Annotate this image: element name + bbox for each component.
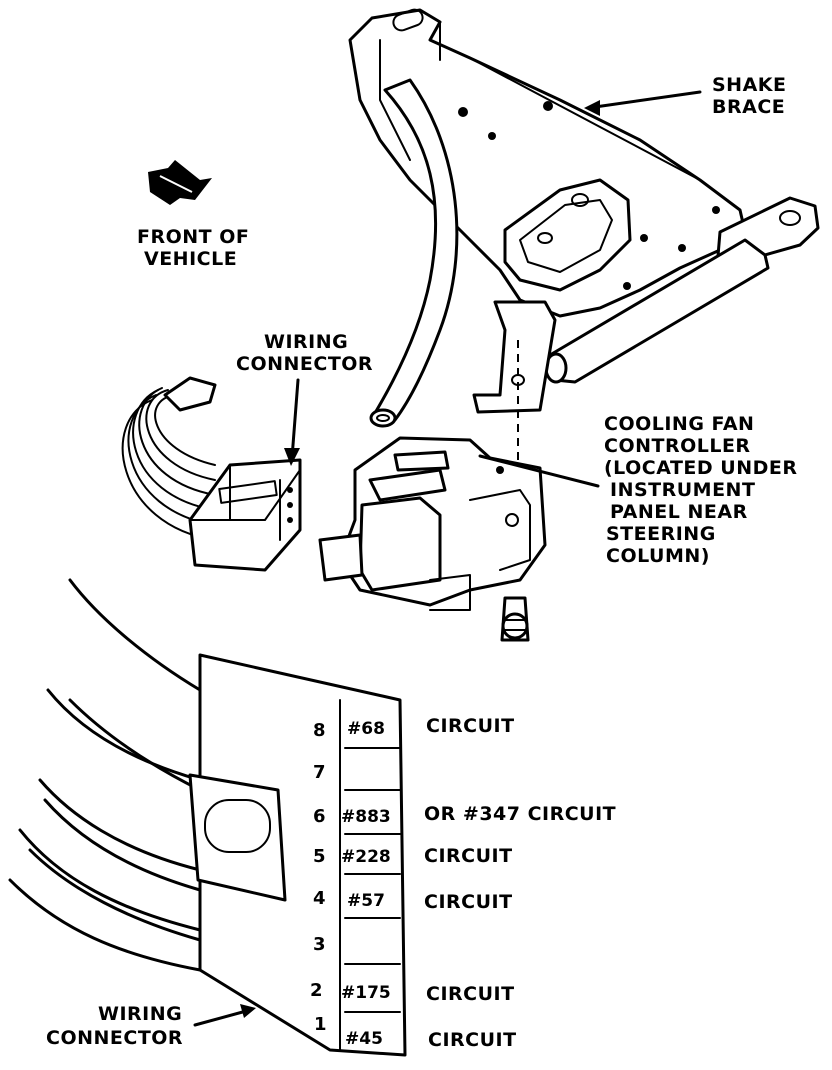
- svg-text:CIRCUIT: CIRCUIT: [424, 845, 513, 867]
- svg-text:CIRCUIT: CIRCUIT: [428, 1029, 517, 1051]
- svg-text:WIRING: WIRING: [98, 1003, 182, 1025]
- svg-text:CONNECTOR: CONNECTOR: [236, 353, 373, 375]
- upper-connector-drawing: [121, 376, 302, 572]
- bottom-wiring-connector-label: WIRING CONNECTOR: [46, 1003, 183, 1049]
- svg-text:7: 7: [313, 762, 326, 783]
- pin-row-5: 5 #228 CIRCUIT: [313, 845, 513, 867]
- svg-text:CIRCUIT: CIRCUIT: [424, 891, 513, 913]
- svg-text:CIRCUIT: CIRCUIT: [426, 983, 515, 1005]
- svg-text:6: 6: [313, 806, 326, 827]
- pin-row-8: 8 #68 CIRCUIT: [313, 715, 515, 741]
- svg-text:3: 3: [313, 934, 326, 955]
- svg-text:5: 5: [313, 846, 326, 867]
- pin-row-1: 1 #45 CIRCUIT: [314, 1014, 517, 1051]
- svg-text:BRACE: BRACE: [712, 96, 785, 118]
- pin-row-7: 7: [313, 762, 326, 783]
- svg-text:STEERING: STEERING: [606, 523, 716, 545]
- svg-text:CONTROLLER: CONTROLLER: [604, 435, 751, 457]
- svg-text:INSTRUMENT: INSTRUMENT: [610, 479, 755, 501]
- svg-text:OR #347 CIRCUIT: OR #347 CIRCUIT: [424, 803, 616, 825]
- shake-brace-label: SHAKE BRACE: [712, 74, 787, 118]
- front-arrow-icon: [148, 160, 212, 205]
- svg-text:CONNECTOR: CONNECTOR: [46, 1027, 183, 1049]
- svg-text:4: 4: [313, 888, 326, 909]
- svg-text:8: 8: [313, 720, 326, 741]
- svg-text:1: 1: [314, 1014, 327, 1035]
- upper-wiring-connector-label: WIRING CONNECTOR: [236, 331, 373, 375]
- svg-text:COLUMN): COLUMN): [606, 545, 710, 567]
- svg-text:2: 2: [310, 980, 323, 1001]
- svg-text:FRONT OF: FRONT OF: [137, 226, 249, 248]
- svg-text:#57: #57: [347, 891, 385, 911]
- front-of-vehicle-label: FRONT OF VEHICLE: [137, 226, 249, 270]
- svg-text:WIRING: WIRING: [264, 331, 348, 353]
- svg-text:COOLING FAN: COOLING FAN: [604, 413, 754, 435]
- upper-connector-leader: [284, 378, 300, 466]
- svg-text:#175: #175: [341, 983, 391, 1003]
- pin-row-6: 6 #883 OR #347 CIRCUIT: [313, 803, 616, 827]
- pin-row-4: 4 #57 CIRCUIT: [313, 888, 513, 913]
- shake-brace-drawing: [348, 8, 820, 520]
- svg-text:PANEL NEAR: PANEL NEAR: [610, 501, 748, 523]
- svg-text:CIRCUIT: CIRCUIT: [426, 715, 515, 737]
- svg-text:#45: #45: [345, 1029, 383, 1049]
- svg-text:#883: #883: [341, 807, 391, 827]
- fan-controller-drawing: [318, 436, 547, 642]
- fan-controller-leader: [478, 454, 600, 488]
- bottom-connector-leader: [193, 1004, 256, 1027]
- shake-brace-leader: [584, 90, 702, 116]
- pin-row-3: 3: [313, 934, 326, 955]
- svg-text:(LOCATED UNDER: (LOCATED UNDER: [604, 457, 797, 479]
- svg-text:#228: #228: [341, 847, 391, 867]
- svg-text:SHAKE: SHAKE: [712, 74, 787, 96]
- svg-text:VEHICLE: VEHICLE: [144, 248, 237, 270]
- pin-row-2: 2 #175 CIRCUIT: [310, 980, 515, 1005]
- svg-text:#68: #68: [347, 719, 385, 739]
- bottom-connector-drawing: [8, 578, 407, 1057]
- cooling-fan-controller-label: COOLING FAN CONTROLLER (LOCATED UNDER IN…: [604, 413, 797, 567]
